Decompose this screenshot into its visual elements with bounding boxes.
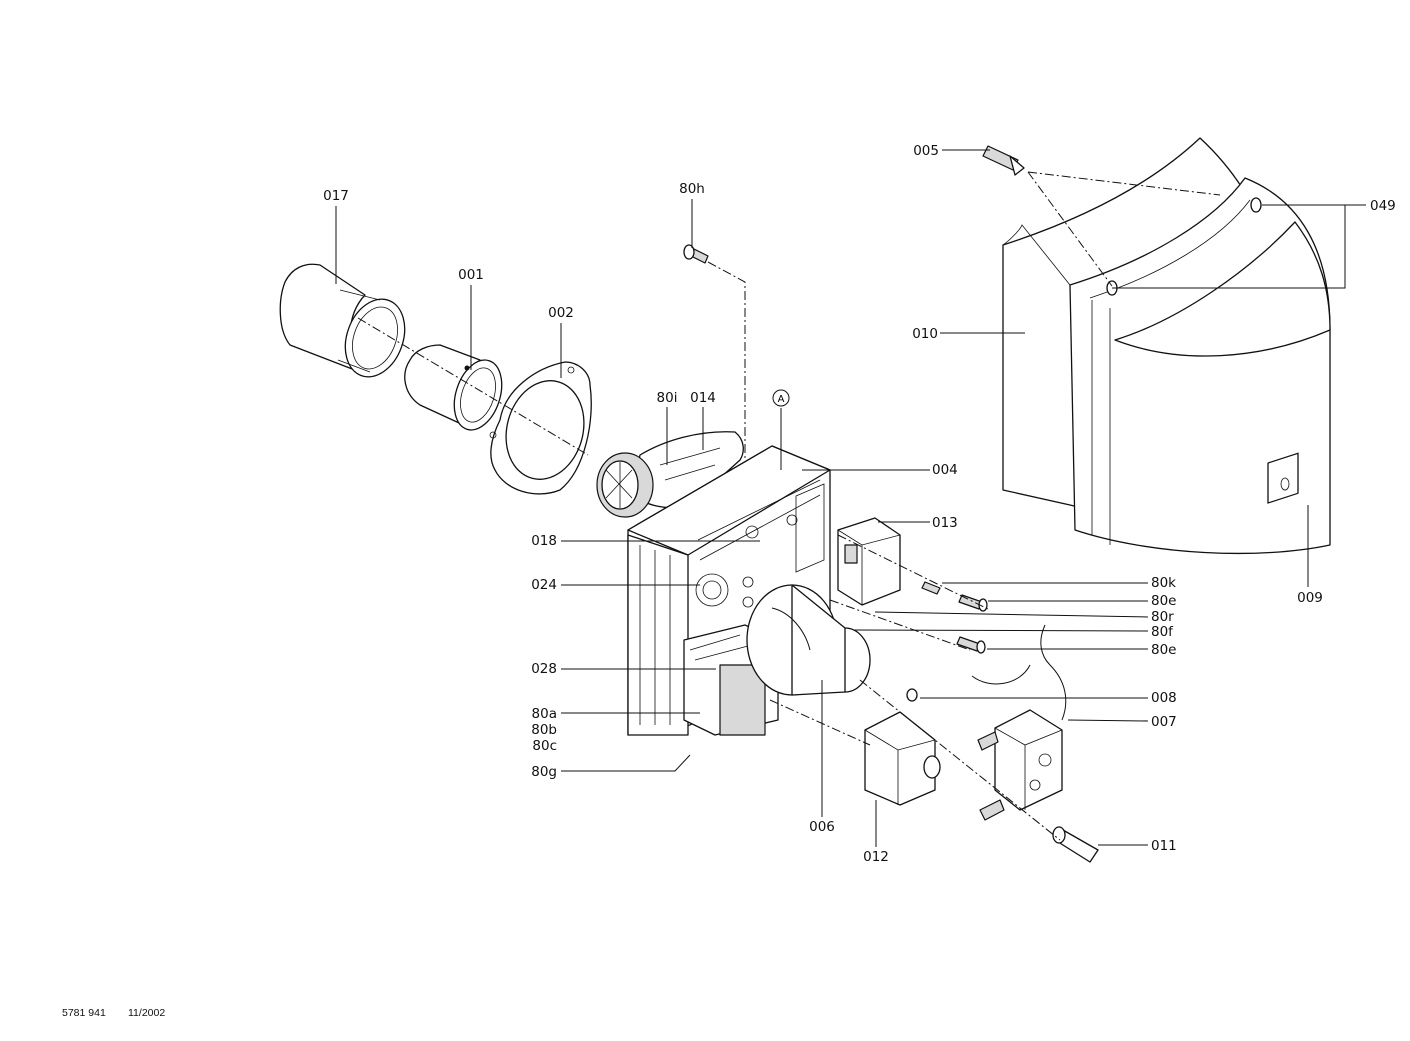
leader-lines: [335, 149, 1366, 847]
footer: 5781 941 11/2002: [62, 1007, 165, 1019]
part-007-pump-drawing: [971, 624, 1067, 821]
part-005-screw-drawing: [982, 145, 1025, 176]
part-010-009-cover-drawing: [1002, 137, 1331, 555]
label-010: 010: [912, 326, 938, 342]
label-012: 012: [863, 849, 889, 865]
part-013-transformer-drawing: [837, 517, 901, 606]
label-008: 008: [1151, 690, 1177, 706]
label-80c: 80c: [532, 738, 557, 754]
part-002-gasket-drawing: [489, 361, 592, 495]
label-80i: 80i: [657, 390, 678, 406]
label-017: 017: [323, 188, 349, 204]
label-80e-lower: 80e: [1151, 642, 1176, 658]
label-80e-upper: 80e: [1151, 593, 1176, 609]
label-80a: 80a: [532, 706, 557, 722]
label-80k: 80k: [1151, 575, 1176, 591]
label-002: 002: [548, 305, 574, 321]
reference-a-circle: [772, 389, 790, 407]
label-001: 001: [458, 267, 484, 283]
label-a: A: [778, 394, 785, 405]
label-80b: 80b: [531, 722, 557, 738]
doc-date: 11/2002: [128, 1007, 165, 1019]
label-009: 009: [1297, 590, 1323, 606]
label-006: 006: [809, 819, 835, 835]
label-014: 014: [690, 390, 716, 406]
part-labels: 017 001 002 80h 80i 014 A 004 013 018 02…: [323, 143, 1396, 865]
label-80g: 80g: [531, 764, 557, 780]
screw-drawings: [683, 244, 988, 702]
label-049: 049: [1370, 198, 1396, 214]
label-013: 013: [932, 515, 958, 531]
label-004: 004: [932, 462, 958, 478]
label-80f: 80f: [1151, 624, 1174, 640]
label-024: 024: [531, 577, 557, 593]
doc-number: 5781 941: [62, 1007, 106, 1019]
part-001-burner-head-drawing: [404, 344, 503, 431]
label-80h: 80h: [679, 181, 705, 197]
label-005: 005: [913, 143, 939, 159]
assembly-centre-lines: [357, 171, 1221, 841]
label-018: 018: [531, 533, 557, 549]
label-007: 007: [1151, 714, 1177, 730]
label-028: 028: [531, 661, 557, 677]
part-012-capacitor-drawing: [864, 711, 941, 806]
part-017-tube-drawing: [279, 263, 406, 378]
label-80r: 80r: [1151, 609, 1174, 625]
part-006-motor-drawing: [746, 584, 871, 696]
label-011: 011: [1151, 838, 1177, 854]
part-014-fan-plate-drawing: [596, 431, 744, 518]
part-011-filter-drawing: [1052, 826, 1099, 863]
